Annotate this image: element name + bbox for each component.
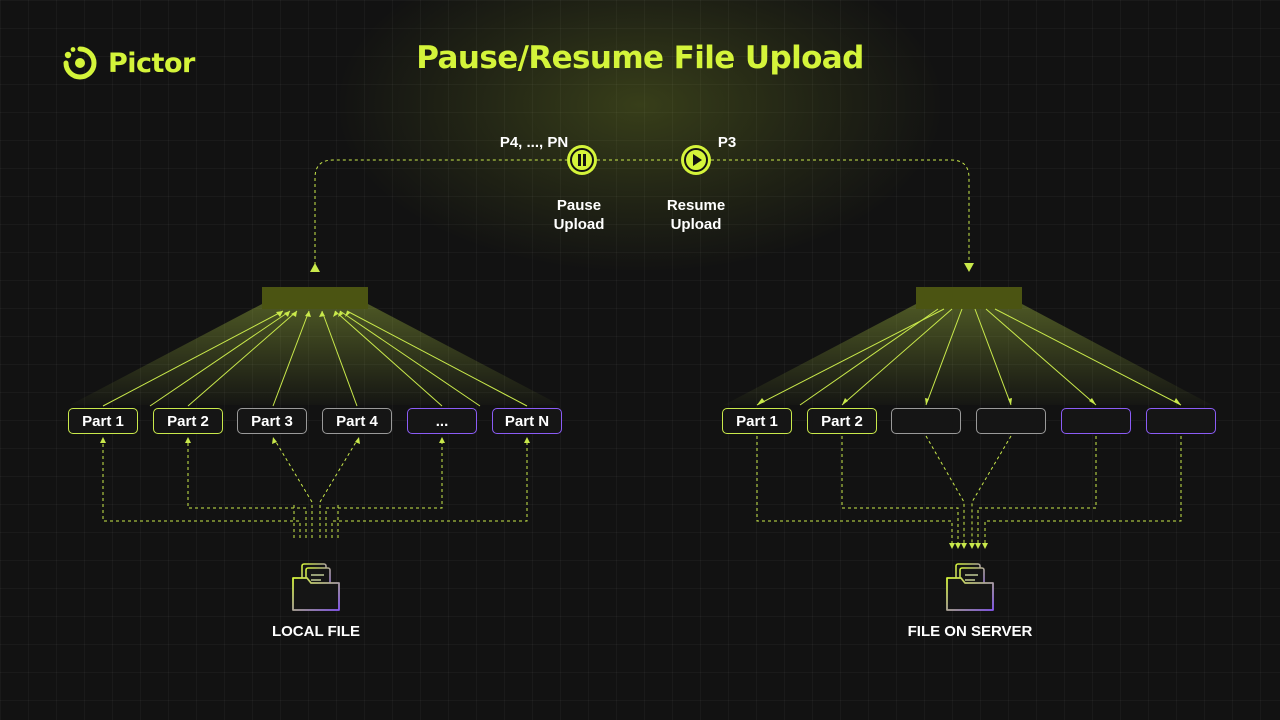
server-arrow-2 (841, 308, 953, 406)
server-collect-3 (925, 435, 965, 543)
pause-icon (570, 148, 594, 172)
resume-tag: P3 (717, 134, 737, 151)
pause-caption-line2: Upload (553, 216, 605, 233)
local-arrow-5 (334, 310, 443, 407)
local-part-4: Part 4 (322, 408, 392, 434)
server-collect-1 (756, 436, 953, 543)
local-dist-4 (319, 441, 357, 538)
resume-caption-line2: Upload (670, 216, 722, 233)
local-arrow-4 (321, 310, 358, 407)
local-part-ellipsis: ... (407, 408, 477, 434)
pictor-logo-icon (63, 46, 97, 80)
server-arrow-3 (925, 308, 963, 406)
resume-caption-line1: Resume (666, 197, 726, 214)
server-collect-4 (971, 435, 1012, 543)
down-arrowhead (964, 263, 974, 272)
pause-caption-line1: Pause (556, 197, 602, 214)
local-part-n: Part N (492, 408, 562, 434)
background-glow (340, 0, 940, 270)
server-part-2: Part 2 (807, 408, 877, 434)
brand-logo: Pictor (60, 42, 195, 84)
local-arrow-8 (339, 310, 481, 407)
server-part-empty-4 (976, 408, 1046, 434)
server-arrow-6 (994, 308, 1182, 406)
folder-icon (292, 563, 340, 611)
local-dist-6 (331, 442, 528, 538)
server-collect-2 (841, 436, 959, 543)
server-collector-bar (916, 287, 1022, 309)
up-arrowhead (310, 263, 320, 272)
server-collect-6 (984, 436, 1182, 543)
local-dist-5 (325, 442, 443, 538)
page-title: Pause/Resume File Upload (416, 40, 864, 76)
local-arrow-6 (346, 310, 528, 407)
local-dist-3 (275, 441, 313, 538)
resume-button[interactable] (681, 145, 711, 175)
upload-path-dashed (314, 159, 567, 265)
upload-path-dashed-right (711, 159, 970, 262)
pause-caption: Pause Upload (532, 196, 626, 234)
server-fan-glow (724, 304, 1212, 405)
local-part-2: Part 2 (153, 408, 223, 434)
local-file-caption: LOCAL FILE (271, 623, 361, 640)
play-icon (684, 148, 708, 172)
server-part-empty-5 (1061, 408, 1131, 434)
local-arrow-1 (102, 310, 284, 407)
pause-button[interactable] (567, 145, 597, 175)
server-file-caption: FILE ON SERVER (907, 623, 1033, 640)
pause-tag: P4, ..., PN (499, 134, 569, 151)
brand-name: Pictor (108, 47, 195, 79)
folder-icon (946, 563, 994, 611)
server-arrow-4 (974, 308, 1012, 406)
local-arrow-3 (272, 310, 310, 407)
local-part-1: Part 1 (68, 408, 138, 434)
server-arrow-1 (756, 308, 945, 406)
server-part-1: Part 1 (722, 408, 792, 434)
local-dist-1 (102, 442, 301, 538)
resume-caption: Resume Upload (646, 196, 746, 234)
server-arrow-5 (985, 308, 1097, 406)
local-arrow-2 (187, 310, 298, 407)
local-arrow-7 (149, 310, 291, 407)
local-part-3: Part 3 (237, 408, 307, 434)
local-dist-2 (187, 442, 307, 538)
server-part-empty-6 (1146, 408, 1216, 434)
server-arrow-7 (799, 308, 939, 406)
server-part-empty-3 (891, 408, 961, 434)
local-collector-bar (262, 287, 368, 309)
local-fan-glow (70, 304, 560, 405)
server-collect-5 (977, 436, 1097, 543)
